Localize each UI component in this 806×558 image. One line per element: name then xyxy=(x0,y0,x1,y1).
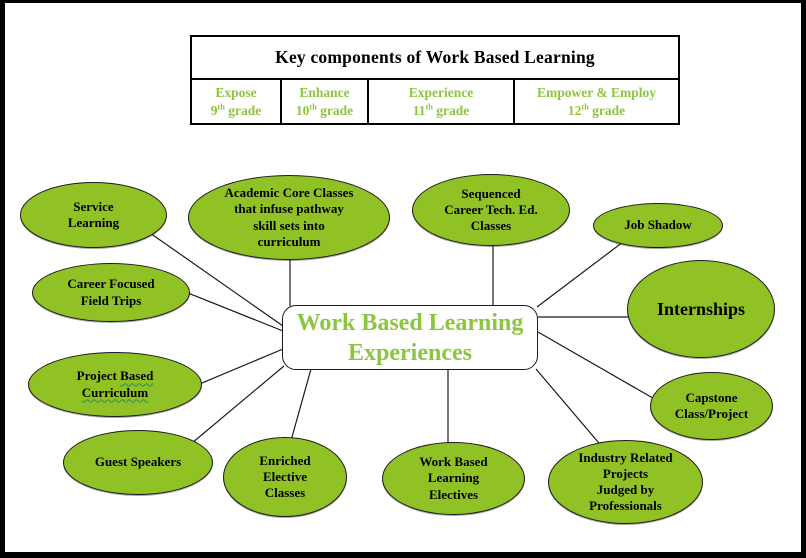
node-label-line: Academic Core Classes xyxy=(224,185,354,201)
node-label-line: that infuse pathway xyxy=(234,201,344,217)
node-job-shadow: Job Shadow xyxy=(593,203,723,248)
grade-cell-expose: Expose 9th grade xyxy=(192,80,280,123)
connector-line xyxy=(536,236,631,308)
connector-line xyxy=(537,331,664,405)
node-label-line: Class/Project xyxy=(674,406,749,421)
center-box: Work Based Learning Experiences xyxy=(282,305,538,370)
node-label-line: Learning xyxy=(427,470,480,486)
node-label-line: Classes xyxy=(470,218,512,234)
grade-line: 11th grade xyxy=(412,102,470,118)
connector-line xyxy=(174,287,284,332)
node-internships: Internships xyxy=(627,260,775,358)
connector-line xyxy=(287,368,312,451)
table-title: Key components of Work Based Learning xyxy=(275,47,595,67)
node-label-line: Sequenced xyxy=(461,185,521,201)
connector-line xyxy=(186,365,285,448)
grade-label: Experience xyxy=(408,84,474,100)
node-label-line: skill sets into xyxy=(253,217,325,233)
node-label-line: Enriched xyxy=(259,452,311,468)
header-table: Key components of Work Based Learning Ex… xyxy=(190,35,680,125)
node-guest-speakers: Guest Speakers xyxy=(63,430,213,495)
grade-line: 12th grade xyxy=(567,102,626,118)
node-label-line: Classes xyxy=(264,485,306,501)
node-label-line: Work Based xyxy=(419,454,488,470)
node-label-line: Project Based xyxy=(76,368,154,384)
center-box-line2: Experiences xyxy=(348,339,472,366)
center-box-line1: Work Based Learning xyxy=(296,309,524,336)
node-label-line: Industry Related xyxy=(578,449,673,465)
node-label-line: Job Shadow xyxy=(624,217,692,233)
grade-row: Expose 9th grade Enhance 10th grade Expe… xyxy=(192,80,678,123)
node-label-line: Field Trips xyxy=(80,292,142,308)
node-label-line: Internships xyxy=(656,298,746,319)
node-label-line: Curriculum xyxy=(81,384,149,400)
node-label-line: Elective xyxy=(262,468,308,484)
node-label-line: Electives xyxy=(428,486,479,502)
node-label-line: Projects xyxy=(602,465,649,481)
grade-cell-experience: Experience 11th grade xyxy=(367,80,513,123)
node-label-line: Judged by xyxy=(596,482,655,497)
table-title-row: Key components of Work Based Learning xyxy=(192,37,678,80)
node-label-line: curriculum xyxy=(257,233,321,249)
node-label-line: Career Tech. Ed. xyxy=(444,201,538,217)
connector-line xyxy=(535,368,608,454)
node-label-line: Learning xyxy=(67,215,120,230)
connector-line xyxy=(188,348,284,389)
grade-cell-empower-employ: Empower & Employ 12th grade xyxy=(513,80,678,123)
grade-cell-enhance: Enhance 10th grade xyxy=(280,80,367,123)
node-label-line: Capstone xyxy=(685,389,738,405)
grade-label: Enhance xyxy=(299,84,350,100)
node-label-line: Professionals xyxy=(589,498,662,514)
grade-label: Empower & Employ xyxy=(536,84,656,100)
grade-label: Expose xyxy=(215,84,257,100)
connector-line xyxy=(148,231,284,327)
grade-line: 9th grade xyxy=(210,102,262,118)
grade-line: 10th grade xyxy=(295,102,354,118)
node-label-line: Guest Speakers xyxy=(94,454,182,470)
node-label-line: Service xyxy=(73,198,114,214)
node-label-line: Career Focused xyxy=(67,276,155,292)
